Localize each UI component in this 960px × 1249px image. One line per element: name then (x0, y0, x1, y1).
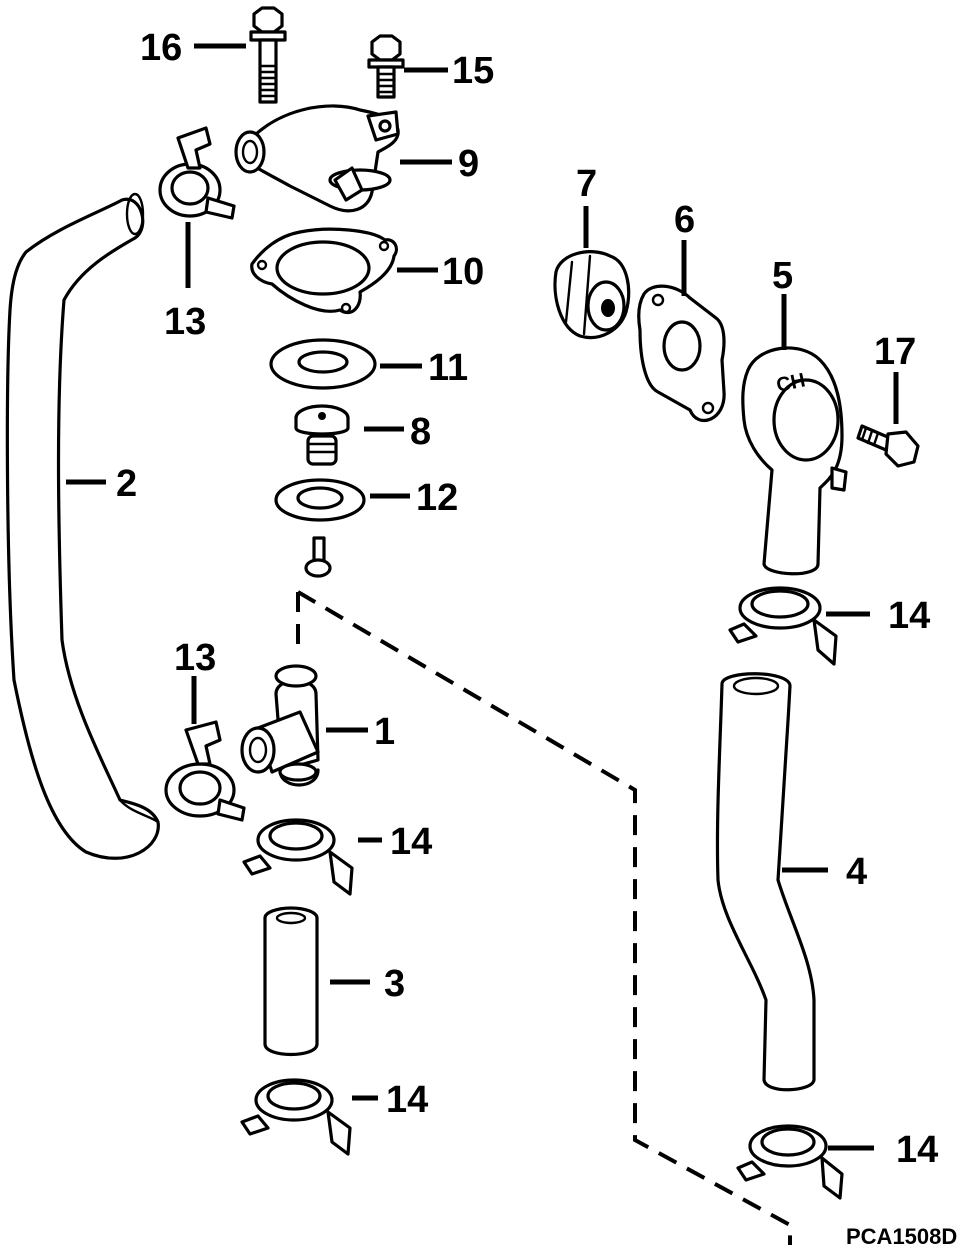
dashed-connection-line (296, 590, 792, 1245)
callout-6: 6 (674, 199, 695, 241)
gasket-10 (250, 227, 398, 315)
hose-4 (715, 672, 816, 1092)
hose-clamp-14-a (242, 818, 354, 896)
callout-16: 16 (140, 27, 182, 69)
callout-labels: 16 15 9 13 10 11 8 12 2 13 1 14 3 14 7 6… (116, 27, 938, 1171)
hose-2 (5, 192, 160, 860)
callout-4: 4 (846, 851, 867, 893)
bolt-15 (367, 34, 405, 99)
hose-3 (263, 906, 319, 1056)
gasket-6 (637, 284, 726, 423)
callout-17: 17 (874, 331, 916, 373)
seal-11 (269, 338, 377, 390)
callout-10: 10 (442, 251, 484, 293)
callout-3: 3 (384, 963, 405, 1005)
figure-code: PCA1508D (846, 1224, 957, 1249)
thermostat-cover-9 (234, 104, 400, 213)
bolt-17 (856, 424, 920, 468)
callout-1: 1 (374, 711, 395, 753)
cap-7 (553, 250, 631, 340)
bolt-16 (249, 6, 287, 104)
callout-14-c: 14 (888, 595, 930, 637)
hose-clamp-14-d (736, 1124, 844, 1200)
tee-fitting-1 (240, 664, 320, 787)
leader-lines (66, 43, 899, 1151)
callout-14-a: 14 (390, 821, 432, 863)
hose-clamp-13-lower (164, 720, 246, 822)
hose-clamp-14-c (728, 586, 838, 666)
callout-15: 15 (452, 50, 494, 92)
hose-clamp-13-upper (158, 126, 236, 220)
thermostat-8 (294, 404, 350, 466)
hose-clamp-14-b (240, 1078, 352, 1156)
housing-5: CH (741, 346, 848, 576)
callout-5: 5 (772, 255, 793, 297)
callout-2: 2 (116, 463, 137, 505)
callout-12: 12 (416, 477, 458, 519)
washer-12 (274, 478, 366, 522)
callout-8: 8 (410, 411, 431, 453)
callout-11: 11 (428, 347, 468, 389)
callout-9: 9 (458, 143, 479, 185)
callout-7: 7 (576, 163, 597, 205)
callout-14-d: 14 (896, 1129, 938, 1171)
small-screw (304, 536, 332, 578)
callout-14-b: 14 (386, 1079, 428, 1121)
callout-13-upper: 13 (164, 301, 206, 343)
callout-13-lower: 13 (174, 637, 216, 679)
